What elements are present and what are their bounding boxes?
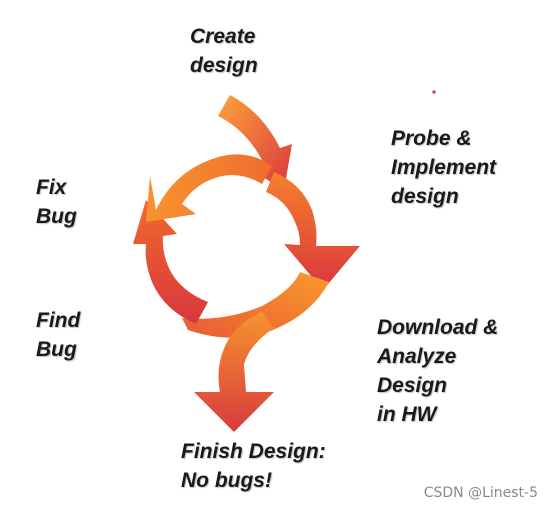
label-line: Bug [36,205,77,228]
label-create-design: Create design [190,22,258,80]
label-line: Analyze [377,345,457,368]
arc-arrow-left [133,200,208,324]
stray-dot [432,90,436,94]
label-line: design [190,54,258,77]
label-line: Create [190,25,256,48]
entry-arrow [218,95,292,190]
arc-arrow-right [266,172,360,290]
label-finish-design: Finish Design: No bugs! [181,437,326,495]
label-line: Probe & [391,127,472,150]
label-fix-bug: Fix Bug [36,173,77,231]
label-line: Bug [36,338,77,361]
exit-arrow [194,312,274,432]
label-line: Find [36,309,81,332]
label-line: No bugs! [181,469,272,492]
label-line: in HW [377,403,437,426]
label-line: Design [377,374,448,397]
label-line: Finish Design: [181,440,326,463]
label-line: design [391,185,459,208]
label-probe-implement: Probe & Implement design [391,124,496,211]
label-line: Fix [36,176,67,199]
arc-arrow-top [146,154,272,222]
watermark: CSDN @Linest-5 [423,485,538,501]
label-find-bug: Find Bug [36,306,80,364]
arc-bottom [182,272,329,338]
label-line: Implement [391,156,497,179]
label-download-analyze: Download & Analyze Design in HW [377,313,498,429]
label-line: Download & [377,316,499,339]
